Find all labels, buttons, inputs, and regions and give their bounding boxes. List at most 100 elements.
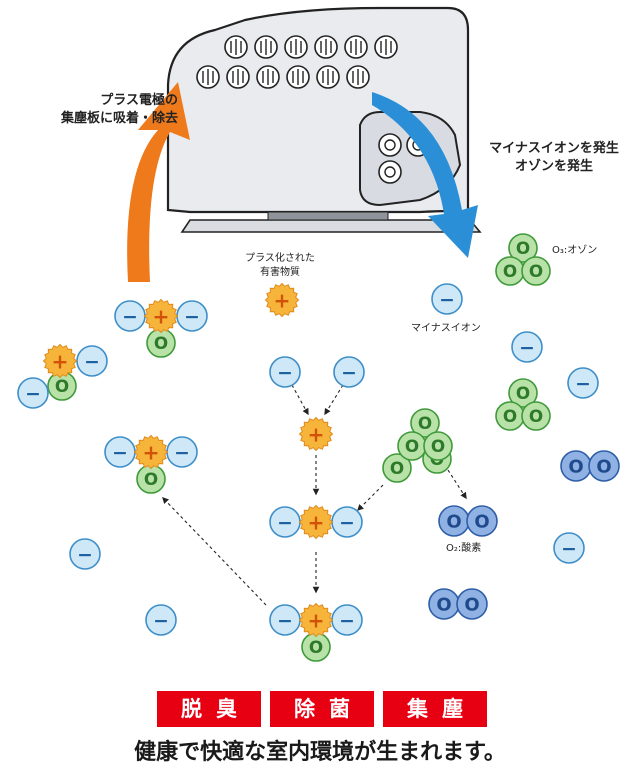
- flow-arrow: [324, 384, 344, 416]
- oxygen-symbol: O: [431, 436, 445, 456]
- minus-symbol: −: [277, 611, 293, 632]
- o2-atom: O: [588, 450, 620, 482]
- minus-ion: −: [511, 331, 543, 363]
- oxygen-atom: O: [397, 431, 427, 461]
- oxygen-atom: O: [521, 256, 551, 286]
- oxygen-symbol: O: [436, 594, 451, 615]
- plus-symbol: +: [274, 288, 291, 312]
- minus-ion: −: [333, 356, 365, 388]
- minus-ion: −: [553, 532, 585, 564]
- flow-arrow: [162, 497, 267, 606]
- minus-ion: −: [104, 436, 136, 468]
- oxygen-symbol: O: [596, 456, 611, 477]
- oxygen-symbol: O: [529, 406, 543, 426]
- plus-symbol: +: [143, 440, 160, 464]
- oxygen-atom: O: [47, 371, 77, 401]
- plus-particle: +: [133, 434, 169, 470]
- plus-symbol: +: [153, 304, 170, 328]
- air-purifier-device: [166, 6, 482, 233]
- plus-particle: +: [298, 602, 334, 638]
- vent-hole: [224, 35, 248, 59]
- minus-symbol: −: [84, 352, 100, 373]
- oxygen-atom: O: [508, 233, 538, 263]
- plus-electrode-label: プラス電極の 集塵板に吸着・除去: [60, 93, 178, 126]
- vent-hole: [314, 35, 338, 59]
- minus-symbol: −: [112, 443, 128, 464]
- vent-hole: [344, 35, 368, 59]
- minus-ion: −: [17, 377, 49, 409]
- minus-ion: −: [269, 604, 301, 636]
- oxygen-symbol: O: [144, 469, 158, 489]
- minus-symbol: −: [77, 545, 93, 566]
- footer-text: 健康で快適な室内環境が生まれます。: [134, 740, 506, 765]
- oxygen-symbol: O: [464, 594, 479, 615]
- plus-symbol: +: [52, 349, 69, 373]
- minus-ion: −: [269, 506, 301, 538]
- oxygen-atom: O: [521, 401, 551, 431]
- particles: −−−−−−−−OOOOOOOOOOOOOOOOO+−−O+−O−+−−O++−…: [17, 233, 620, 662]
- blue-arrow: [372, 92, 478, 258]
- plus-particle: +: [298, 504, 334, 540]
- o2-atom: O: [428, 588, 460, 620]
- badge-sterilize: 除菌: [270, 691, 374, 727]
- minus-ion: −: [331, 506, 363, 538]
- ozone-label: O₃:オゾン: [552, 245, 598, 256]
- minus-symbol: −: [339, 611, 355, 632]
- plus-symbol: +: [308, 422, 325, 446]
- oxygen-symbol: O: [516, 383, 530, 403]
- vent-hole: [254, 35, 278, 59]
- minus-symbol: −: [122, 307, 138, 328]
- minus-symbol: −: [277, 513, 293, 534]
- vent-grille: [196, 35, 398, 89]
- plus-particle: +: [42, 343, 78, 379]
- minus-ion: −: [166, 436, 198, 468]
- o2-atom: O: [466, 505, 498, 537]
- flow-arrow: [357, 484, 384, 511]
- minus-ion: −: [331, 604, 363, 636]
- vent-hole: [284, 35, 308, 59]
- plus-symbol: +: [308, 510, 325, 534]
- vent-hole: [226, 65, 250, 89]
- vent-hole: [256, 65, 280, 89]
- oxygen-atom: O: [382, 453, 412, 483]
- minus-ion: −: [269, 356, 301, 388]
- minus-symbol: −: [174, 443, 190, 464]
- flow-arrow: [447, 469, 467, 500]
- minus-ion: −: [145, 604, 177, 636]
- vent-hole: [286, 65, 310, 89]
- plus-particle: +: [298, 416, 334, 452]
- generate-label: マイナスイオンを発生 オゾンを発生: [489, 141, 619, 174]
- control-knobs: [378, 133, 430, 184]
- oxygen-symbol: O: [474, 511, 489, 532]
- minus-symbol: −: [519, 338, 535, 359]
- oxygen-atom: O: [495, 256, 525, 286]
- badge-deodorize: 脱臭: [157, 691, 261, 727]
- oxygen-symbol: O: [390, 458, 404, 478]
- oxygen-symbol: O: [405, 436, 419, 456]
- minus-ion: −: [76, 345, 108, 377]
- oxygen-symbol: O: [568, 456, 583, 477]
- oxygen-symbol: O: [446, 511, 461, 532]
- oxygen-symbol: O: [516, 238, 530, 258]
- flow-arrow: [291, 384, 309, 416]
- minus-symbol: −: [25, 384, 41, 405]
- o2-atom: O: [560, 450, 592, 482]
- o2-atom: O: [438, 505, 470, 537]
- oxygen-atom: O: [495, 401, 525, 431]
- oxygen-atom: O: [423, 431, 453, 461]
- o2-atom: O: [456, 588, 488, 620]
- oxygen-symbol: O: [418, 413, 432, 433]
- oxygen-atom: O: [410, 408, 440, 438]
- minus-ion-label: マイナスイオン: [411, 323, 481, 334]
- minus-ion: −: [176, 300, 208, 332]
- plus-symbol: +: [308, 608, 325, 632]
- minus-symbol: −: [339, 513, 355, 534]
- oxygen-symbol: O: [154, 333, 168, 353]
- plus-particle: +: [143, 298, 179, 334]
- orange-arrow: [127, 82, 190, 282]
- knob: [378, 133, 402, 157]
- oxygen-label: O₂:酸素: [446, 543, 482, 554]
- minus-ion: −: [567, 367, 599, 399]
- minus-ion: −: [69, 538, 101, 570]
